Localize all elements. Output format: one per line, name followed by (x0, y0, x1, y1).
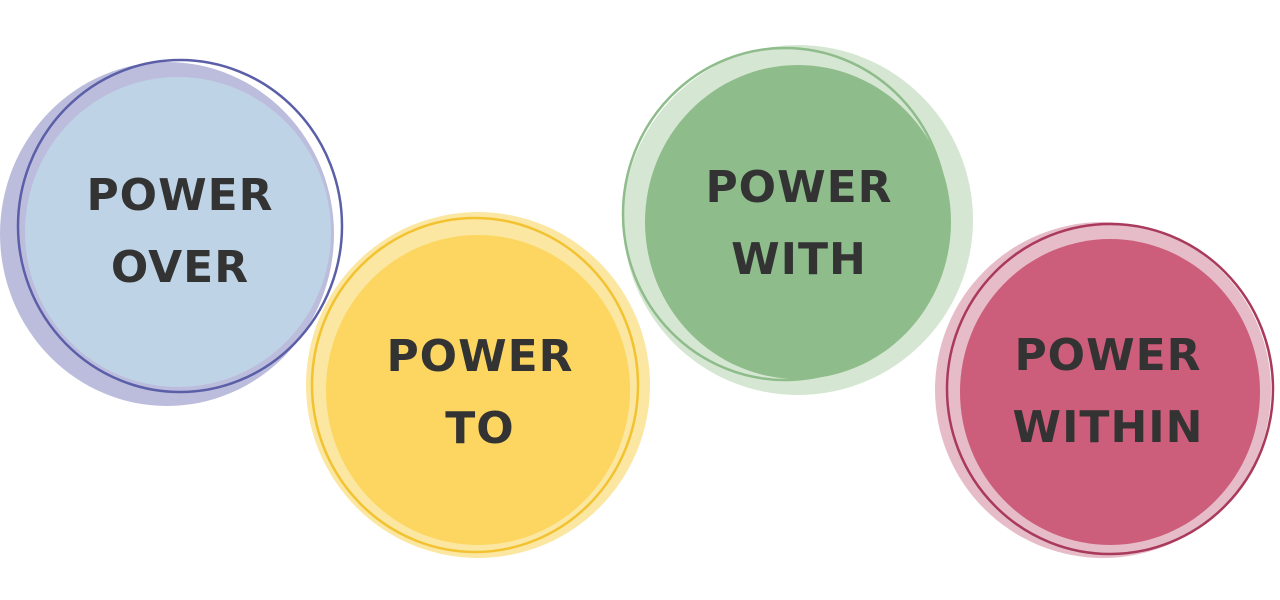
label-power-with-line2: WITH (731, 234, 867, 285)
circle-power-to-ring (310, 216, 640, 554)
circle-power-over (0, 58, 344, 406)
circle-power-to (306, 212, 650, 558)
circle-power-within-ring (945, 222, 1275, 556)
circle-power-within-fill (960, 239, 1260, 545)
circle-power-with-ring (621, 46, 949, 382)
circle-power-over-ring (16, 58, 344, 394)
circle-power-with-fill (645, 65, 951, 379)
circle-power-with (621, 45, 973, 395)
label-power-over: POWER OVER (30, 160, 330, 304)
label-power-with-line1: POWER (705, 162, 893, 213)
label-power-within-line2: WITHIN (1012, 402, 1204, 453)
circle-power-over-fill (25, 77, 331, 387)
circle-power-to-fill (326, 235, 630, 545)
circle-power-within (935, 222, 1275, 558)
label-power-within-line1: POWER (1014, 330, 1202, 381)
label-power-to-line1: POWER (386, 331, 574, 382)
label-power-within: POWER WITHIN (958, 320, 1258, 464)
label-power-over-line2: OVER (110, 242, 250, 293)
label-power-to-line2: TO (445, 403, 515, 454)
label-power-to: POWER TO (330, 321, 630, 465)
label-power-with: POWER WITH (649, 152, 949, 296)
label-power-over-line1: POWER (86, 170, 274, 221)
